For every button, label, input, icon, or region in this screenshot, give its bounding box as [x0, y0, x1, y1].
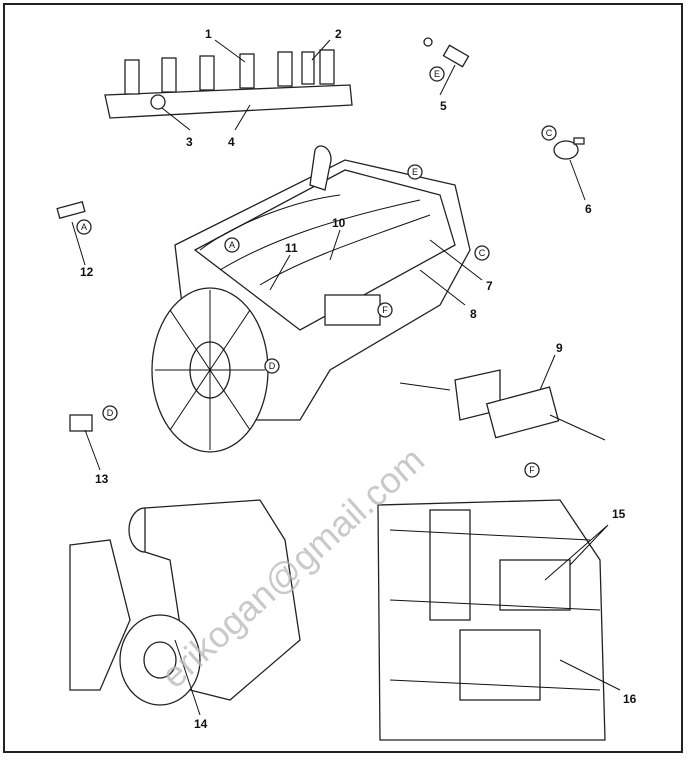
callout-15: 15	[612, 507, 626, 521]
callout-12: 12	[80, 265, 94, 279]
letter-e-2: E	[412, 167, 418, 177]
connector-9	[399, 369, 606, 441]
letter-f-2: F	[529, 465, 535, 475]
callout-2: 2	[335, 27, 342, 41]
callout-14: 14	[194, 717, 208, 731]
sensor-6	[553, 137, 585, 160]
sensor-5	[423, 37, 470, 68]
callout-13: 13	[95, 472, 109, 486]
injector-rail	[104, 49, 353, 119]
letter-f-1: F	[382, 305, 388, 315]
sensor-13	[69, 414, 93, 432]
callout-11: 11	[285, 241, 298, 255]
letter-e-1: E	[434, 69, 440, 79]
letter-d-1: D	[269, 361, 276, 371]
callout-numbers: 1 2 3 4 5 6 7 8 9 10 11 12 13 14 15 16	[80, 27, 637, 731]
letter-d-2: D	[107, 408, 114, 418]
sensor-12	[56, 201, 86, 219]
callout-9: 9	[556, 341, 563, 355]
callout-10: 10	[332, 216, 346, 230]
callout-6: 6	[585, 202, 592, 216]
callout-8: 8	[470, 307, 477, 321]
letter-a-1: A	[81, 222, 87, 232]
callout-4: 4	[228, 135, 235, 149]
callout-1: 1	[205, 27, 212, 41]
callout-3: 3	[186, 135, 193, 149]
turbocharger	[69, 499, 301, 706]
letter-c-2: C	[479, 248, 486, 258]
engine-closeup	[377, 499, 606, 741]
connector-letters: E C A A E C F D D F	[76, 66, 557, 478]
letter-c-1: C	[546, 128, 553, 138]
diagram-frame	[3, 3, 683, 753]
engine-block	[151, 145, 471, 453]
callout-5: 5	[440, 99, 447, 113]
leader-lines	[71, 39, 621, 716]
callout-7: 7	[486, 279, 493, 293]
callout-16: 16	[623, 692, 637, 706]
letter-a-2: A	[229, 240, 235, 250]
